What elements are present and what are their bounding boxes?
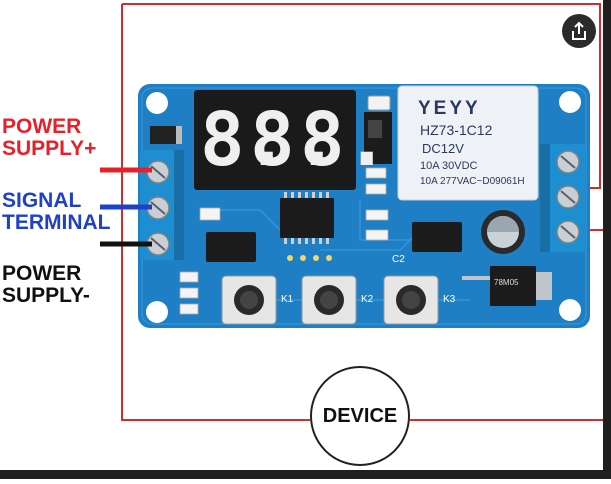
relay-model: HZ73-1C12 <box>420 122 493 138</box>
share-icon <box>572 21 586 40</box>
seven-segment-display: 8. 8. 8. <box>194 90 389 190</box>
regulator-lead <box>462 276 490 280</box>
optocoupler-right <box>412 222 462 252</box>
mount-hole <box>559 299 581 321</box>
regulator-label: 78M05 <box>494 278 519 287</box>
signal-terminal-label: SIGNAL TERMINAL <box>2 189 111 234</box>
smd-diode-lead <box>176 126 182 144</box>
power-supply-plus-label: POWER SUPPLY+ <box>2 115 97 160</box>
optocoupler-left <box>206 232 256 262</box>
switch-slider <box>368 120 382 138</box>
button-label-k3: K3 <box>443 294 456 305</box>
device-label: DEVICE <box>322 404 398 427</box>
window-edge-bottom <box>0 470 611 479</box>
display-digit: 8. <box>200 97 290 183</box>
power-supply-minus-label: POWER SUPPLY- <box>2 262 90 307</box>
regulator-tab <box>536 272 552 300</box>
relay-rating-dc: 10A 30VDC <box>420 160 478 172</box>
smd-components <box>179 167 389 315</box>
device-wire-top <box>122 3 601 189</box>
smd-diode <box>150 126 180 144</box>
capacitor-highlight <box>487 216 519 232</box>
display-digit: 8. <box>250 97 340 183</box>
mount-hole <box>146 92 168 114</box>
right-screw-terminals <box>556 150 580 244</box>
jumper-header <box>367 95 391 111</box>
relay-body <box>397 85 539 201</box>
solder-pads <box>287 255 332 261</box>
device-wire-left <box>121 4 310 421</box>
voltage-regulator <box>490 266 536 306</box>
button-label-k2: K2 <box>361 294 374 305</box>
mount-hole <box>146 301 168 323</box>
mount-hole <box>559 91 581 113</box>
relay-coil: DC12V <box>422 141 464 156</box>
button-label-k1: K1 <box>281 294 294 305</box>
display-digit: 8. <box>300 97 390 183</box>
capacitor-label-c2: C2 <box>392 254 405 265</box>
share-button[interactable] <box>562 14 596 48</box>
right-terminal-side <box>540 144 550 252</box>
chip-pins <box>284 192 329 244</box>
relay-rating-ac: 10A 277VAC~D09061H <box>420 176 525 187</box>
window-edge-right <box>603 0 611 479</box>
left-terminal-side <box>174 150 184 260</box>
microcontroller-chip <box>280 198 334 238</box>
push-buttons <box>221 275 439 325</box>
device-circle: DEVICE <box>310 366 410 466</box>
relay-brand: YEYY <box>418 98 481 119</box>
